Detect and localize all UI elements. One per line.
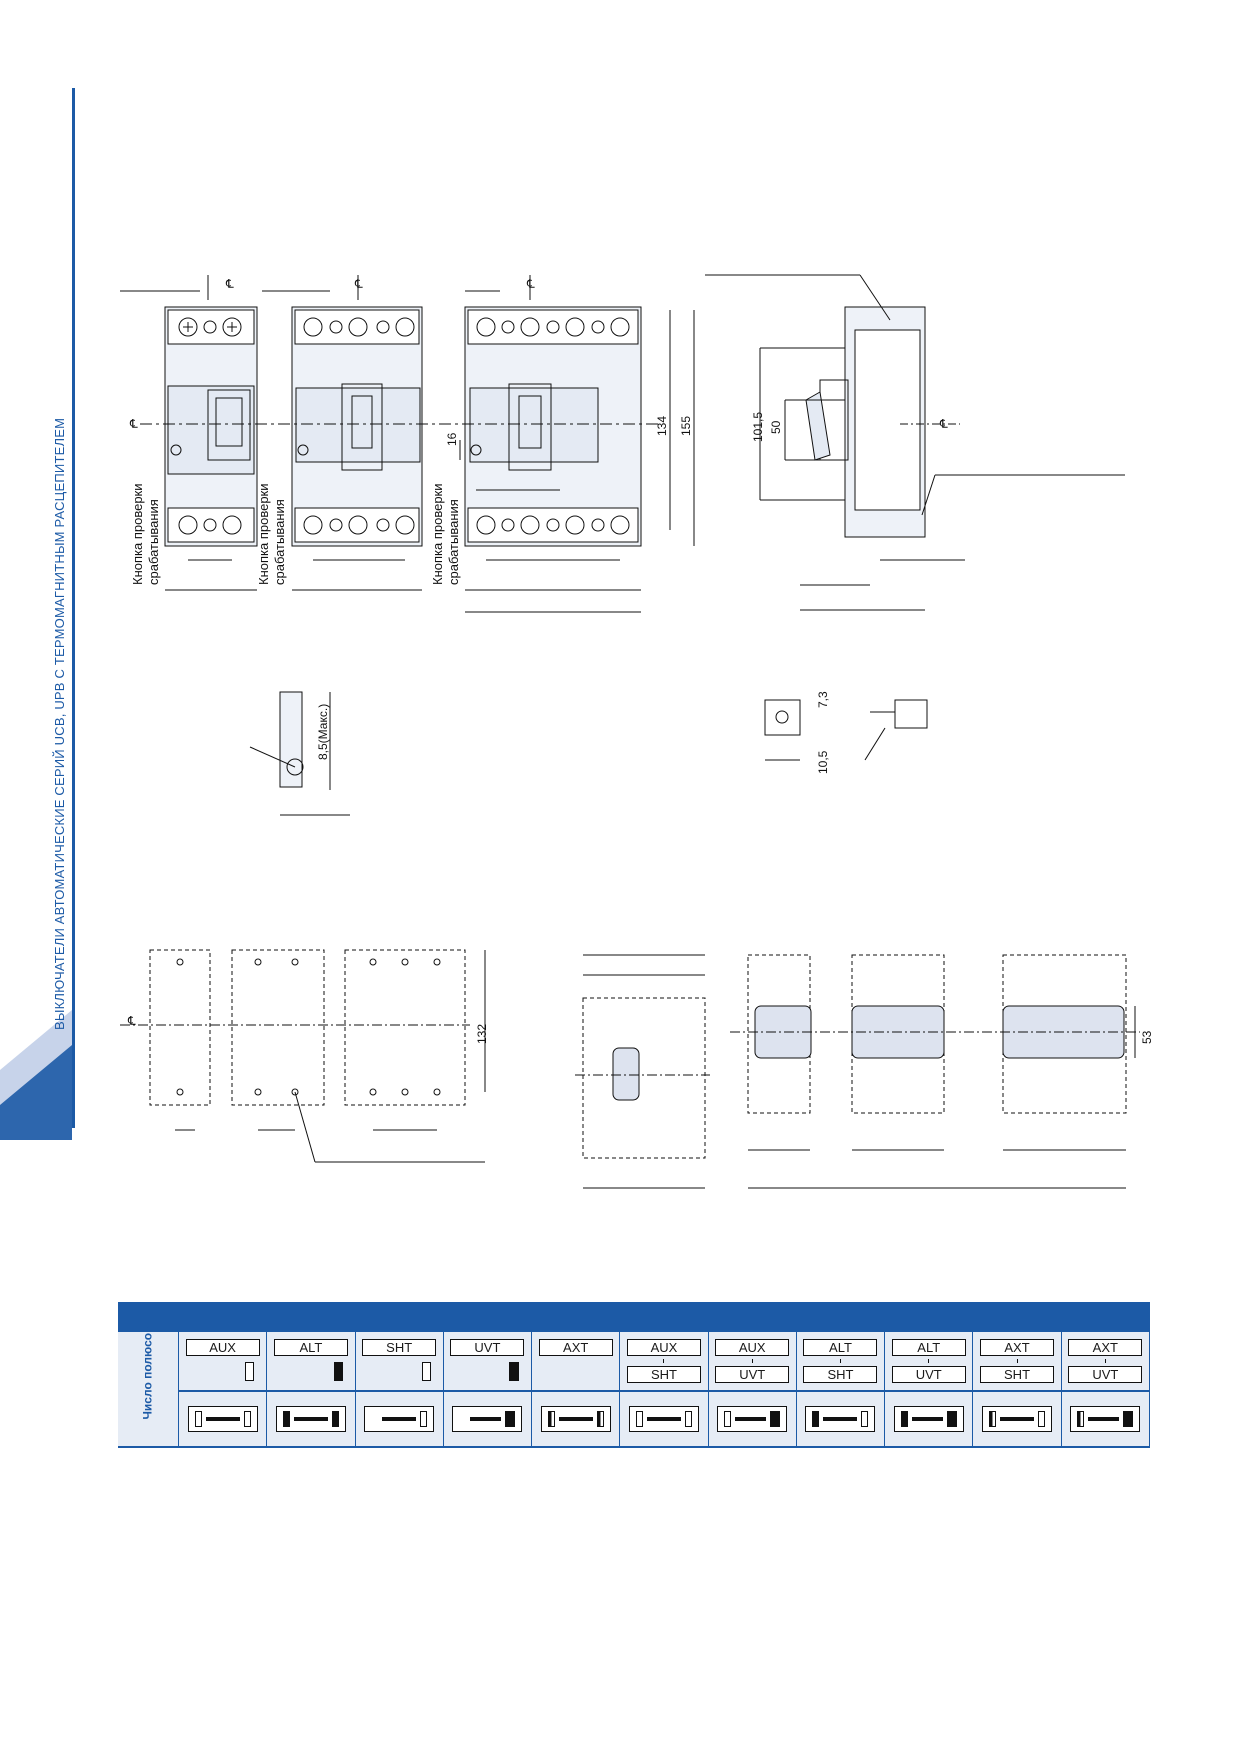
aux-uvt-layout-icon: [717, 1406, 788, 1432]
front-view-3-pole: [291, 275, 423, 591]
icon-cell: [884, 1391, 974, 1448]
table-header-bar: [118, 1302, 1150, 1332]
alt-uvt-layout-icon: [893, 1406, 964, 1432]
axt-sht-layout-icon: [982, 1406, 1053, 1432]
aux-sht-layout-icon: [628, 1406, 699, 1432]
trip-test-label-1: Кнопка проверки: [130, 483, 145, 585]
dim-132: 132: [475, 1024, 489, 1044]
icon-cell: [531, 1391, 621, 1448]
dim-50: 50: [769, 420, 783, 434]
poles-header-cell: Число полюсов: [118, 1325, 179, 1448]
dim-53: 53: [1140, 1030, 1154, 1044]
axt-uvt-layout-icon: [1070, 1406, 1141, 1432]
centerline-mark-3: ℄: [526, 277, 535, 291]
trip-test-label-3b: срабатывания: [446, 499, 461, 585]
icon-cell: [266, 1391, 356, 1448]
centerline-mark-5: ℄: [939, 417, 948, 431]
icon-cell: [796, 1391, 886, 1448]
uvt-layout-icon: [452, 1406, 523, 1432]
dim-7-3: 7,3: [816, 691, 830, 708]
cutouts: [575, 954, 1140, 1189]
sht-mark-icon: [421, 1362, 431, 1381]
accessory-icon-row: [118, 1391, 1151, 1448]
icon-cell: [619, 1391, 709, 1448]
technical-drawings: Кнопка проверки срабатывания Кнопка пров…: [120, 274, 1154, 1189]
acc-cell-alt: ALT: [266, 1332, 356, 1392]
acc-cell-aux: AUX: [178, 1332, 268, 1392]
aux-layout-icon: [187, 1406, 258, 1432]
terminal-detail: [249, 691, 928, 816]
centerline-mark-4: ℄: [129, 417, 138, 431]
uvt-mark-icon: [509, 1362, 520, 1381]
dim-155: 155: [679, 416, 693, 436]
icon-cell: [972, 1391, 1062, 1448]
icon-cell: [355, 1391, 444, 1448]
acc-cell-axt: AXT: [531, 1332, 621, 1392]
trip-test-label-2: Кнопка проверки: [256, 483, 271, 585]
acc-cell-sht: SHT: [355, 1332, 444, 1392]
acc-cell-uvt: UVT: [443, 1332, 533, 1392]
trip-test-label-3: Кнопка проверки: [430, 483, 445, 585]
dim-16: 16: [445, 432, 459, 446]
alt-sht-layout-icon: [805, 1406, 876, 1432]
trip-test-label-2b: срабатывания: [272, 499, 287, 585]
poles-header: Число полюсов: [140, 1325, 155, 1420]
icon-cell: [1061, 1391, 1151, 1448]
centerline-mark-1: ℄: [225, 277, 234, 291]
front-view-4-pole: [459, 275, 695, 613]
icon-cell: [443, 1391, 533, 1448]
alt-mark-icon: [333, 1362, 343, 1381]
dim-max: 8,5(Макс.): [316, 704, 330, 760]
dim-10-5: 10,5: [816, 750, 830, 774]
alt-layout-icon: [275, 1406, 346, 1432]
dim-101-5: 101,5: [751, 412, 765, 442]
drilling-holes: [120, 950, 486, 1163]
side-view: [705, 274, 1125, 611]
centerline-mark-2: ℄: [354, 277, 363, 291]
sht-layout-icon: [364, 1406, 435, 1432]
sidebar-wedge: [0, 1010, 72, 1140]
sidebar-rule: [72, 88, 75, 1128]
icon-cell: [708, 1391, 797, 1448]
icon-cell: [178, 1391, 268, 1448]
aux-mark-icon: [245, 1362, 255, 1381]
dim-134: 134: [655, 416, 669, 436]
trip-test-label-1b: срабатывания: [146, 499, 161, 585]
axt-layout-icon: [540, 1406, 611, 1432]
centerline-mark-6: ℄: [127, 1014, 136, 1028]
front-view-2-pole: [164, 275, 258, 591]
